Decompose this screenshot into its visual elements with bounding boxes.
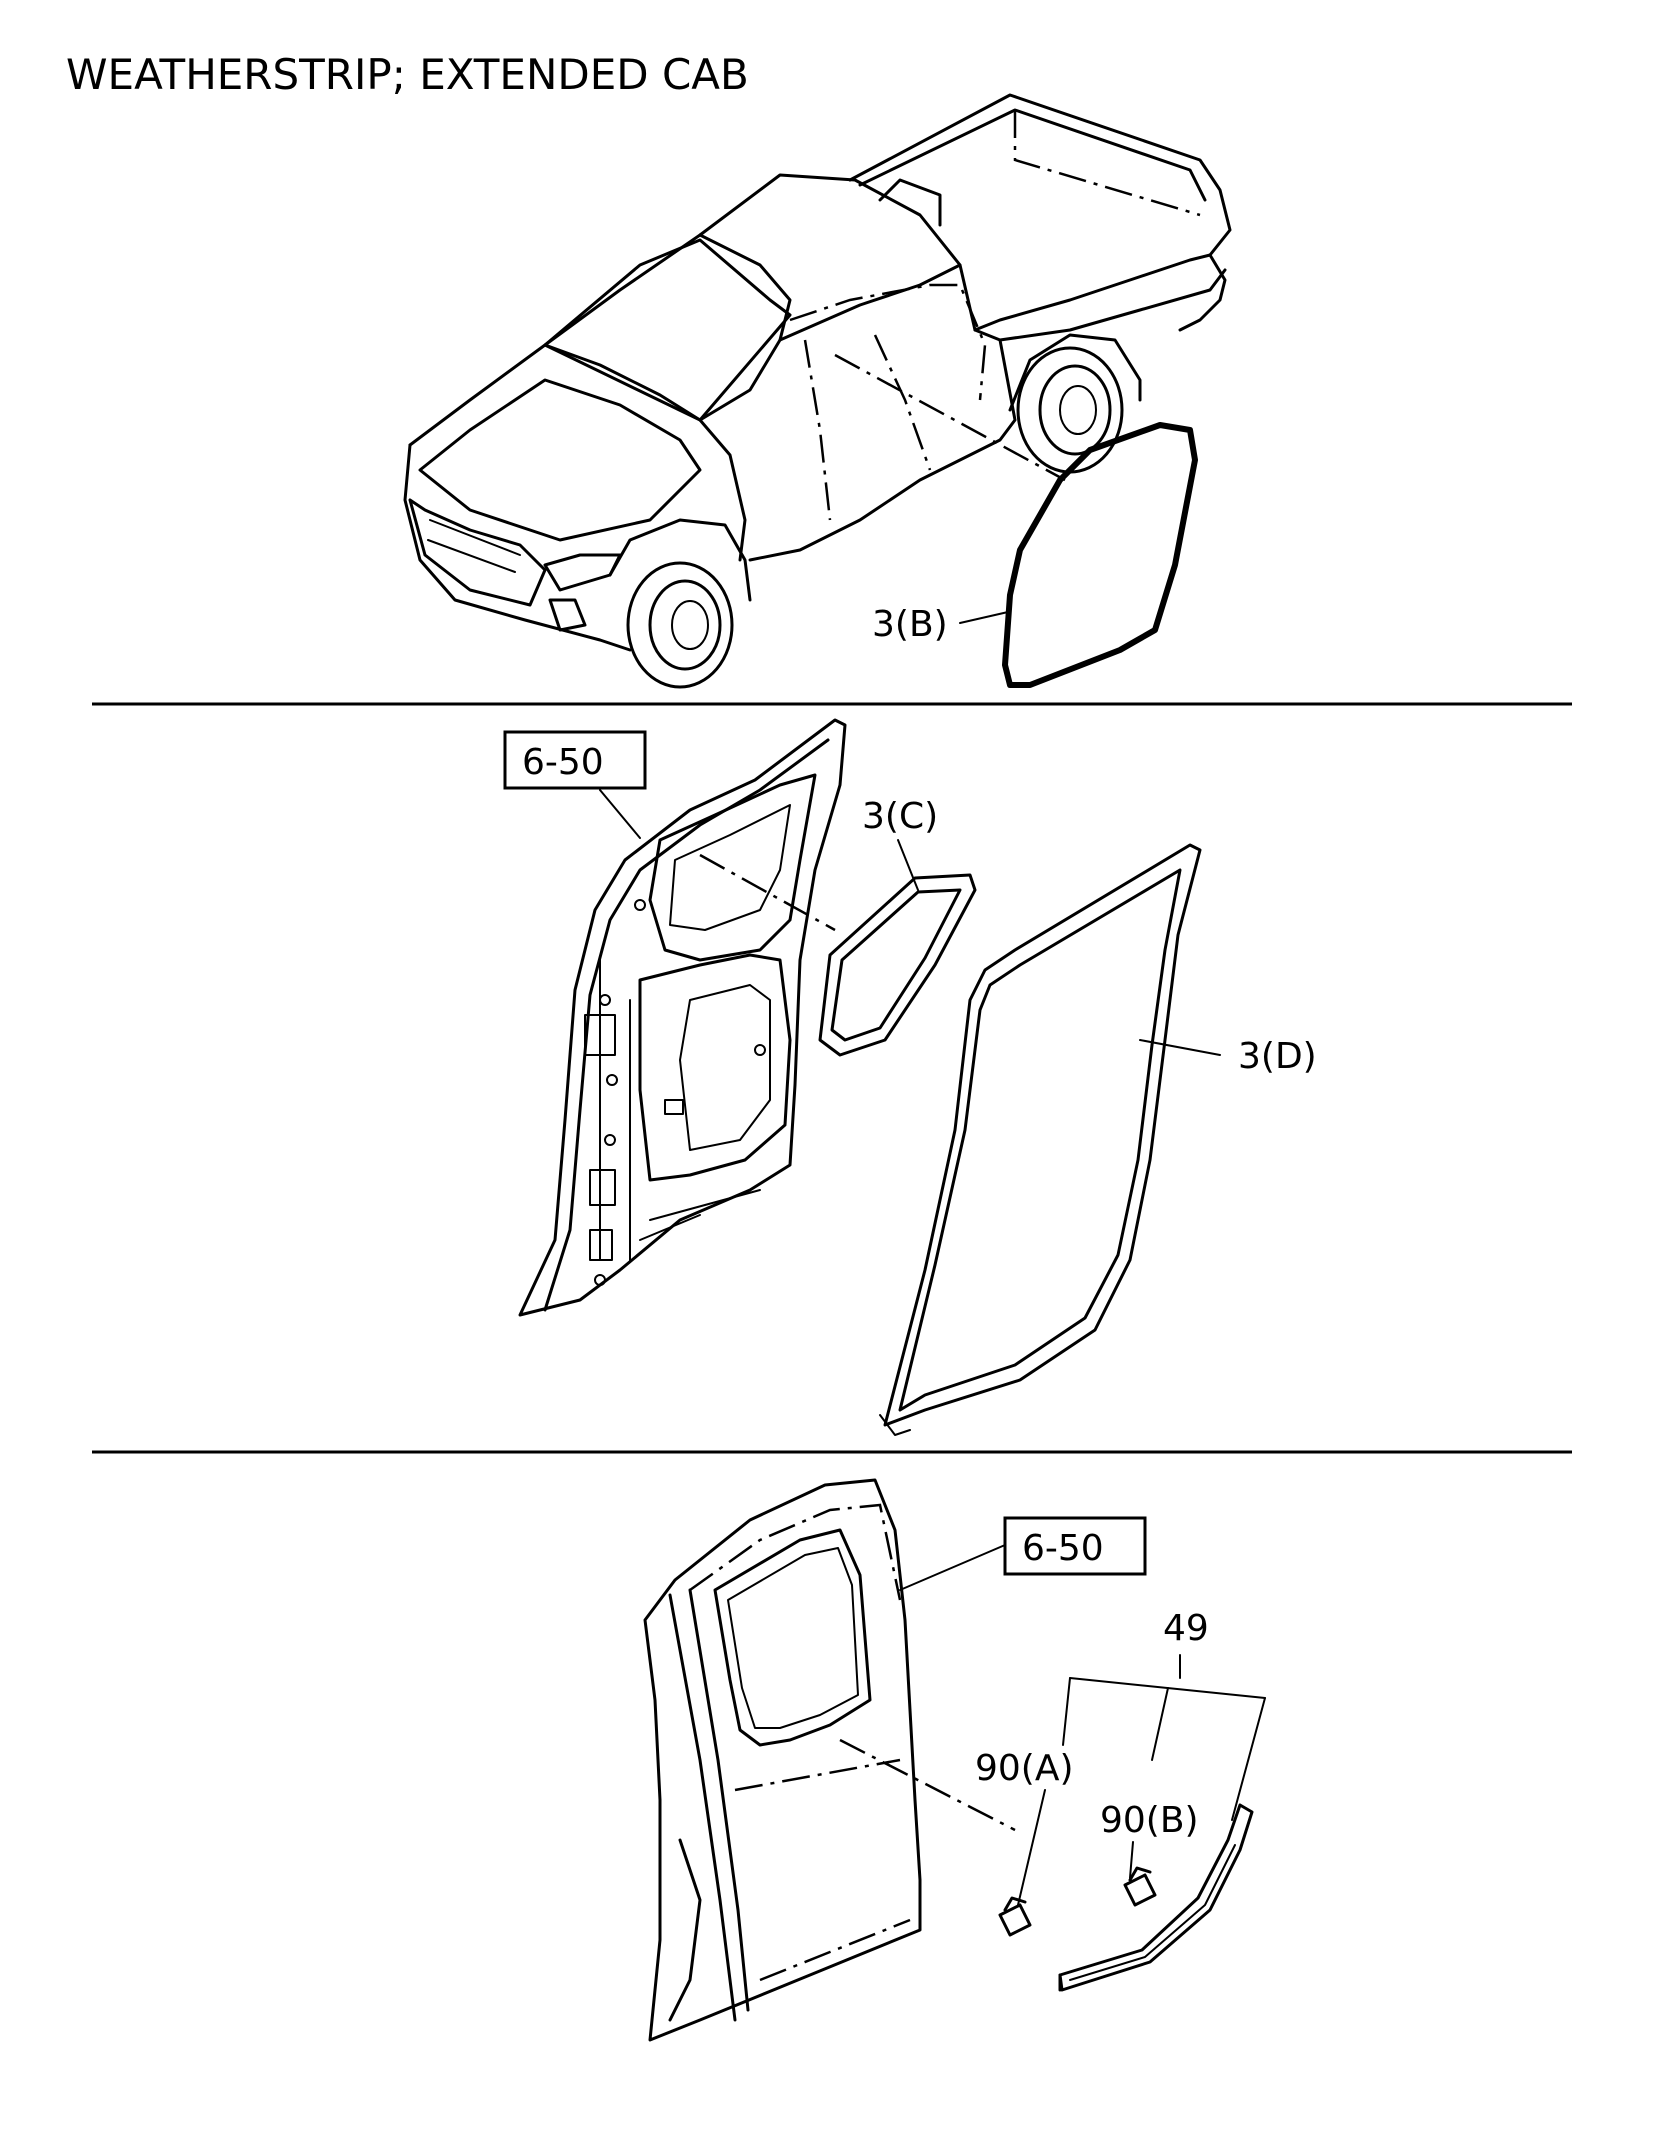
leader-90a	[1017, 1789, 1046, 1906]
leader-90b	[1129, 1841, 1134, 1879]
ref-box-lower	[1003, 1516, 1147, 1576]
clip-90a	[998, 1896, 1032, 1937]
clip-90b	[1123, 1866, 1157, 1907]
leader-ref-lower	[899, 1544, 1006, 1591]
leader-49-bracket	[1062, 1654, 1266, 1821]
leader-3c	[897, 839, 919, 891]
label-90b: 90(B)	[1100, 1800, 1199, 1841]
ref-box-upper	[503, 730, 647, 790]
moulding-49	[1058, 1803, 1254, 1992]
weatherstrip-3c	[818, 873, 977, 1057]
leader-ref-upper	[599, 789, 641, 839]
side-panel-illustration	[643, 1478, 1016, 2042]
truck-illustration	[403, 93, 1232, 689]
ref-label-lower: 6-50	[1022, 1528, 1104, 1569]
leader-3d	[1139, 1039, 1221, 1056]
label-3b: 3(B)	[872, 604, 948, 645]
door-frame-illustration	[518, 718, 847, 1317]
page-title: WEATHERSTRIP; EXTENDED CAB	[66, 50, 749, 99]
ref-label-upper: 6-50	[522, 742, 604, 783]
label-3c: 3(C)	[862, 796, 938, 837]
weatherstrip-3b	[1002, 422, 1198, 688]
leader-3b	[959, 611, 1009, 624]
label-49: 49	[1163, 1608, 1209, 1649]
label-90a: 90(A)	[975, 1748, 1074, 1789]
label-3d: 3(D)	[1238, 1036, 1317, 1077]
weatherstrip-3d	[879, 843, 1202, 1436]
